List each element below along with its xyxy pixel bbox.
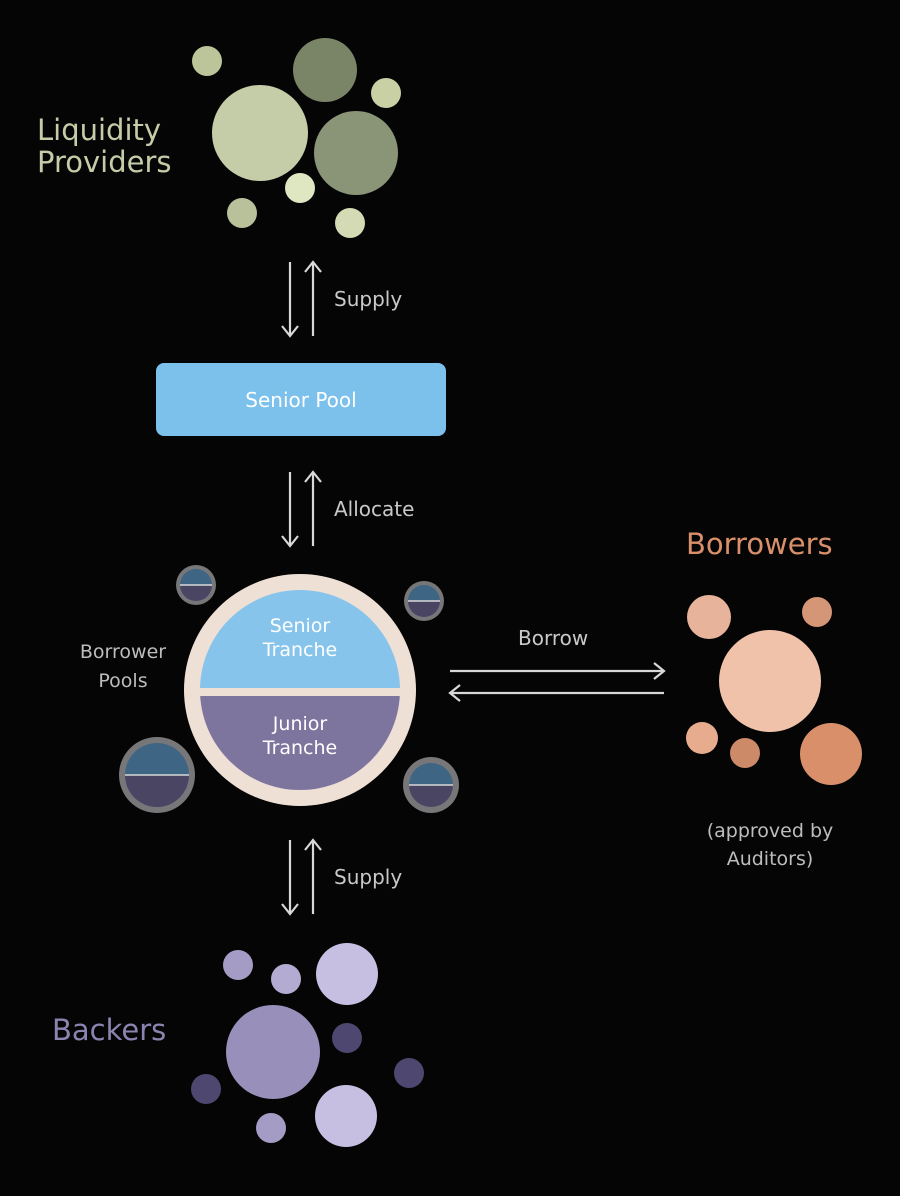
backer-bubble <box>191 1074 221 1104</box>
supply-bottom-arrows <box>281 838 322 916</box>
lp-bubble <box>285 173 315 203</box>
lp-bubble <box>371 78 401 108</box>
lp-bubble <box>293 38 357 102</box>
borrower-bubble <box>687 595 731 639</box>
borrower-bubble <box>800 723 862 785</box>
backer-bubble <box>316 943 378 1005</box>
lp-bubble <box>192 46 222 76</box>
borrower-pools-label: Borrower Pools <box>79 641 167 692</box>
allocate-label: Allocate <box>334 497 415 521</box>
mini-borrower-pool <box>403 757 459 813</box>
backer-bubble <box>223 950 253 980</box>
backer-bubble <box>315 1085 377 1147</box>
senior-pool-label: Senior Pool <box>245 387 357 412</box>
supply-top-label: Supply <box>334 287 403 311</box>
lp-bubble <box>335 208 365 238</box>
borrow-arrows <box>448 662 666 702</box>
liquidity-providers-cluster <box>192 38 401 238</box>
backer-bubble <box>394 1058 424 1088</box>
senior-pool-box: Senior Pool <box>156 363 446 436</box>
backer-bubble <box>271 964 301 994</box>
backer-bubble <box>256 1113 286 1143</box>
allocate-arrows <box>281 470 322 548</box>
lp-bubble <box>314 111 398 195</box>
backer-bubble <box>332 1023 362 1053</box>
borrower-bubble <box>686 722 718 754</box>
mini-borrower-pool <box>119 737 195 813</box>
borrow-label: Borrow <box>518 626 589 650</box>
borrowers-approval-note: (approved by Auditors) <box>706 820 834 870</box>
borrower-bubble <box>719 630 821 732</box>
junior-tranche-label: Junior Tranche <box>262 713 338 759</box>
senior-tranche-label: Senior Tranche <box>262 615 338 661</box>
lp-bubble <box>227 198 257 228</box>
backer-bubble <box>226 1005 320 1099</box>
liquidity-providers-label: Liquidity Providers <box>37 113 172 180</box>
mini-borrower-pool <box>176 565 216 605</box>
borrower-bubble <box>802 597 832 627</box>
borrowers-cluster <box>686 595 862 785</box>
lp-bubble <box>212 85 308 181</box>
supply-top-arrows <box>281 260 322 338</box>
backers-cluster <box>191 943 424 1147</box>
supply-bottom-label: Supply <box>334 865 403 889</box>
borrower-bubble <box>730 738 760 768</box>
borrowers-label: Borrowers <box>686 527 833 561</box>
main-borrower-pool <box>184 574 416 806</box>
backers-label: Backers <box>52 1013 167 1047</box>
mini-borrower-pool <box>404 581 444 621</box>
